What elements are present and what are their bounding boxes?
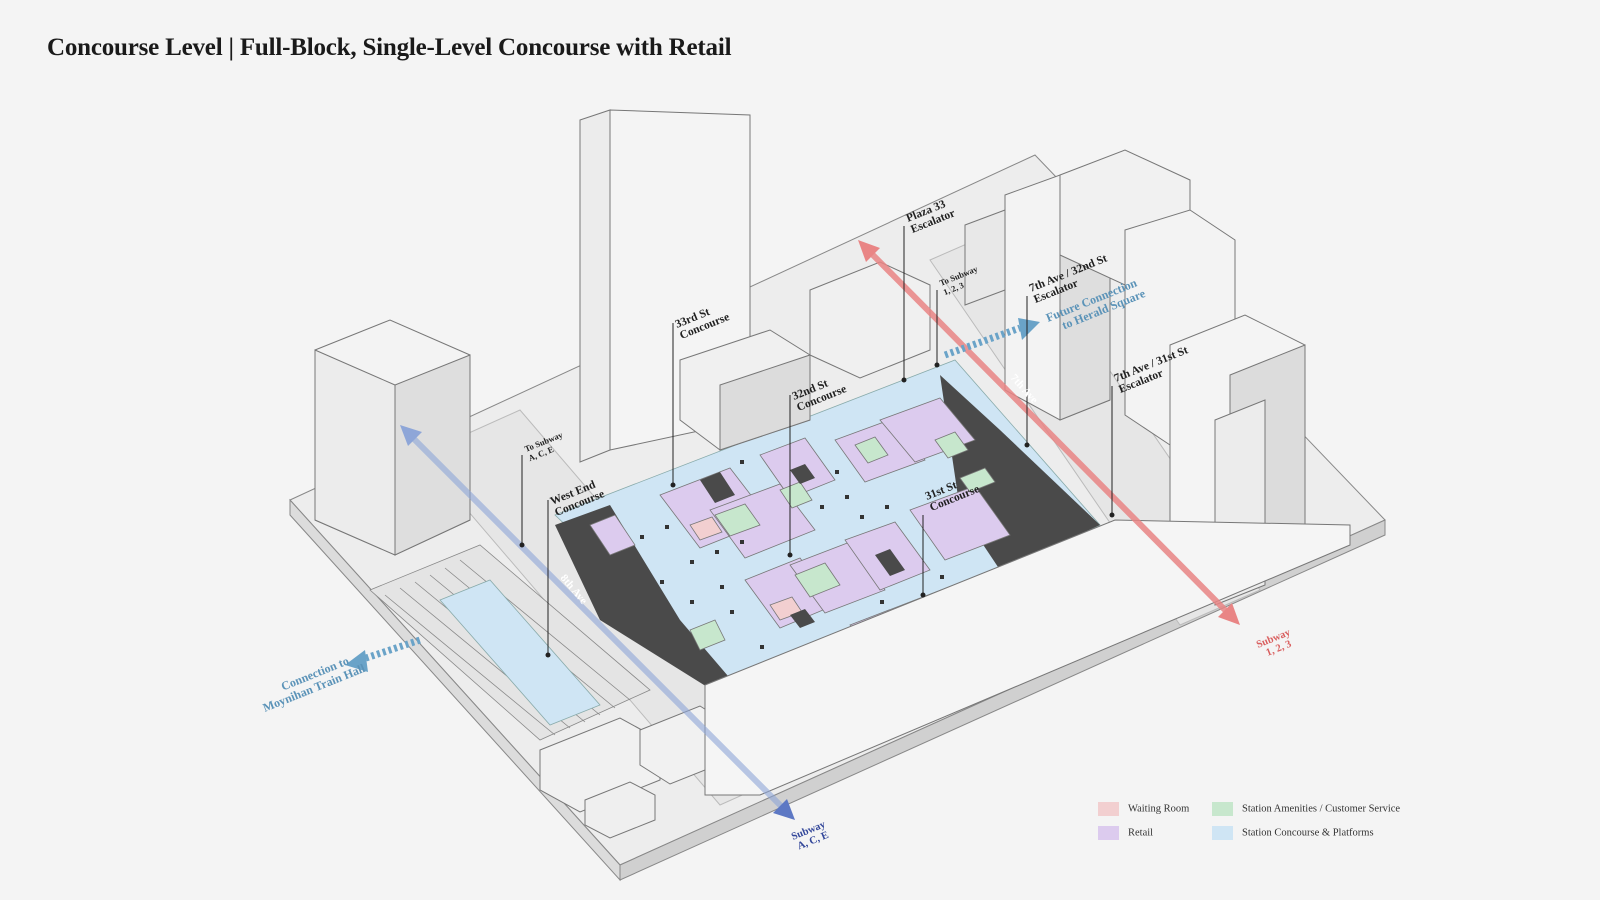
column-grid <box>640 460 944 649</box>
legend-swatch <box>1212 826 1233 840</box>
subway-ace-arrow <box>400 425 795 820</box>
service-zone-west <box>555 505 740 695</box>
west-end-concourse-bridge <box>439 579 601 726</box>
legend-swatch <box>1212 802 1233 816</box>
subway-123-arrow <box>858 240 1240 625</box>
legend-item-concourse: Station Concourse & Platforms <box>1212 826 1374 840</box>
legend-item-waiting-room: Waiting Room <box>1098 802 1189 816</box>
vertical-cores <box>700 464 905 628</box>
legend-swatch <box>1098 802 1119 816</box>
page-title: Concourse Level | Full-Block, Single-Lev… <box>47 34 732 61</box>
legend-swatch <box>1098 826 1119 840</box>
legend-item-amenities: Station Amenities / Customer Service <box>1212 802 1400 816</box>
moynihan-connection-arrow <box>345 636 422 672</box>
label-connection-moynihan: Connection toMoynihan Train Hall <box>256 649 368 715</box>
herald-square-arrow <box>943 318 1040 359</box>
label-subway-123: Subway1, 2, 3 <box>1255 627 1297 661</box>
amenities-blocks <box>689 431 996 651</box>
leader-dots <box>519 362 1115 658</box>
waiting-rooms <box>689 516 803 621</box>
buildings <box>314 109 1351 839</box>
legend-item-retail: Retail <box>1098 826 1153 840</box>
label-subway-ace: SubwayA, C, E <box>790 819 832 853</box>
leader-lines <box>521 226 1113 655</box>
